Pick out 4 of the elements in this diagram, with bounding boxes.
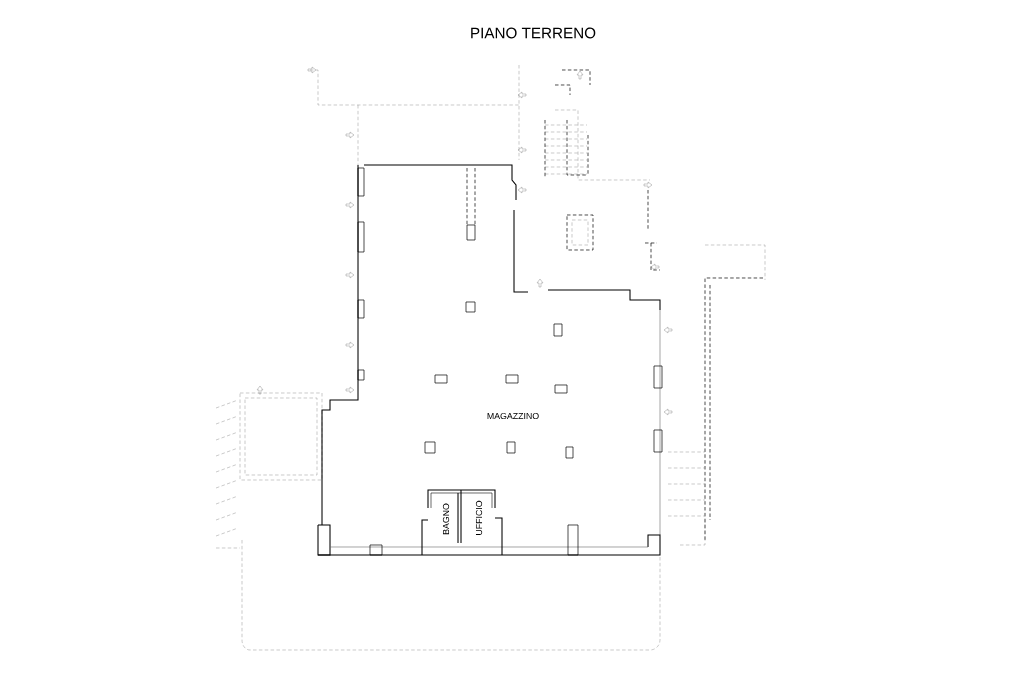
room-label: BAGNO (442, 503, 450, 535)
room-label: MAGAZZINO (487, 412, 539, 420)
plan-title: PIANO TERRENO (471, 27, 596, 39)
room-label: UFFICIO (475, 500, 483, 535)
